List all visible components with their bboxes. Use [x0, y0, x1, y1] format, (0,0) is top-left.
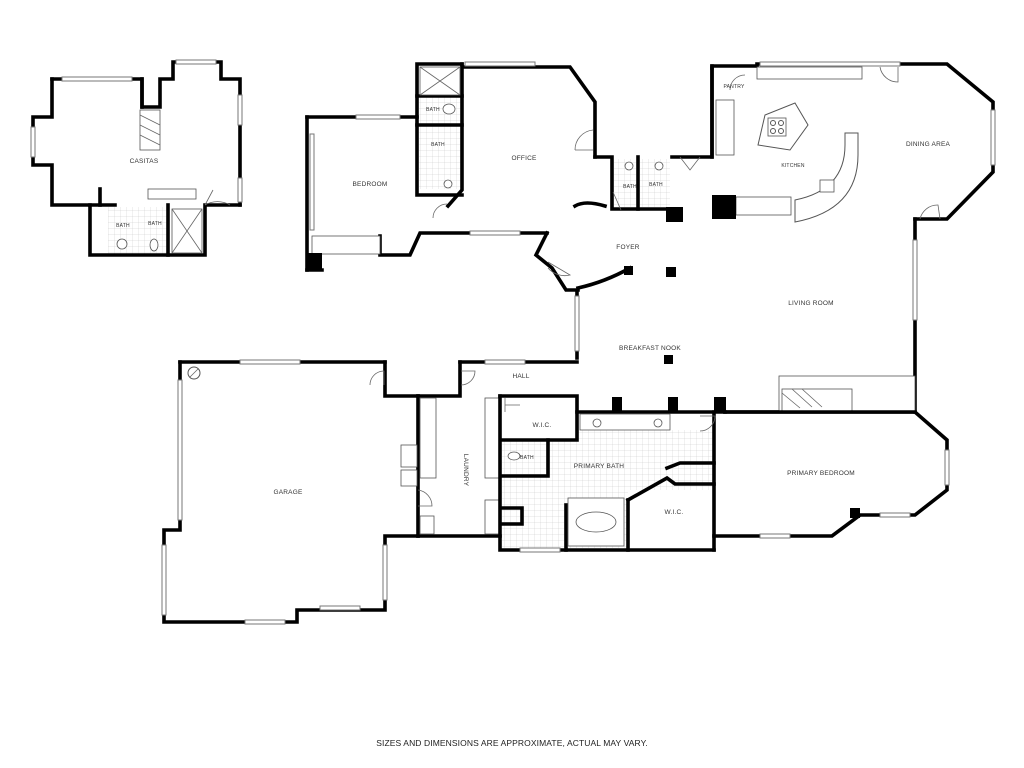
sink-icon — [443, 179, 453, 189]
kitchen-dining — [679, 61, 996, 414]
label-foyer-bath-right: BATH — [649, 182, 663, 188]
label-garage: GARAGE — [273, 489, 302, 496]
label-foyer-bath-left: BATH — [623, 184, 637, 190]
primary-toilet-icon — [507, 451, 521, 461]
water-heater-icon — [187, 366, 201, 380]
label-pantry: PANTRY — [723, 84, 744, 90]
disclaimer-text: SIZES AND DIMENSIONS ARE APPROXIMATE, AC… — [376, 738, 648, 748]
label-living-room: LIVING ROOM — [788, 300, 834, 307]
vanity — [579, 413, 671, 431]
foyer-core — [533, 66, 714, 364]
label-laundry: LAUNDRY — [462, 454, 469, 487]
label-bedroom: BEDROOM — [353, 181, 388, 188]
label-bath-upper: BATH — [426, 107, 440, 113]
label-primary-bedroom: PRIMARY BEDROOM — [787, 470, 855, 477]
casita-sink-icon — [116, 238, 128, 250]
label-wic-lower: W.I.C. — [665, 509, 684, 516]
label-breakfast-nook: BREAKFAST NOOK — [619, 345, 681, 352]
label-dining-area: DINING AREA — [906, 141, 951, 148]
label-kitchen: KITCHEN — [781, 163, 805, 169]
casita-bath-tile — [108, 207, 168, 255]
kitchen-bar — [794, 132, 859, 223]
label-small-bath: BATH — [520, 455, 534, 461]
label-bath-lower: BATH — [431, 142, 445, 148]
bedroom-closet — [311, 235, 381, 255]
laundry-cabinet — [419, 397, 437, 479]
hall-garage-laundry — [161, 359, 579, 625]
bathtub-icon — [575, 511, 617, 533]
label-hall: HALL — [512, 373, 529, 380]
label-casitas: CASITAS — [130, 158, 159, 165]
label-casita-bath-right: BATH — [148, 221, 162, 227]
casita-kitchenette — [147, 188, 197, 200]
label-office: OFFICE — [511, 155, 536, 162]
label-foyer: FOYER — [616, 244, 639, 251]
toilet-icon — [442, 103, 456, 115]
room-labels: CASITAS BATH BATH BEDROOM BATH BATH OFFI… — [116, 84, 950, 516]
bedroom-office-wing — [305, 61, 597, 272]
kitchen-island — [757, 102, 809, 151]
kitchen-counter — [756, 66, 863, 80]
label-primary-bath: PRIMARY BATH — [574, 463, 625, 470]
casita-unit — [30, 59, 243, 257]
casita-toilet-icon — [149, 238, 159, 252]
label-casita-bath-left: BATH — [116, 223, 130, 229]
living-room — [612, 375, 917, 414]
primary-suite — [498, 394, 950, 553]
label-wic-upper: W.I.C. — [533, 422, 552, 429]
